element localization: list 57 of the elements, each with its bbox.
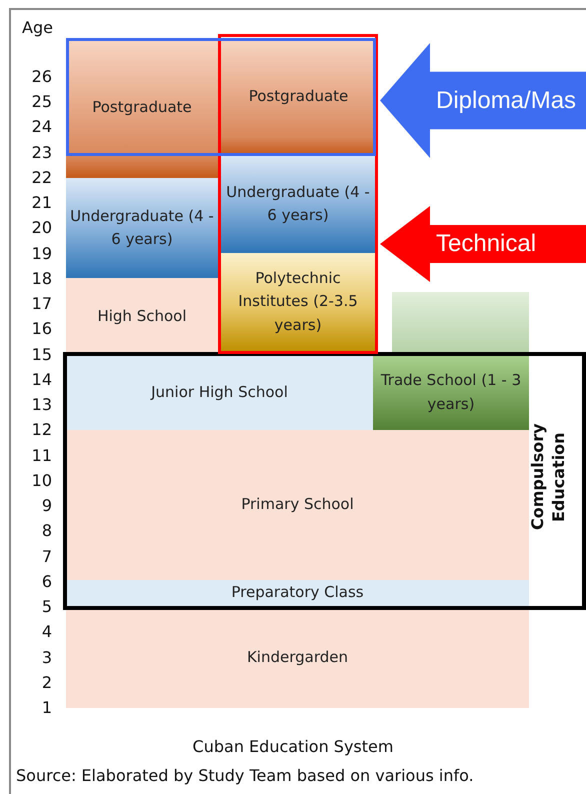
stage-block: [221, 253, 375, 351]
source-note: Source: Elaborated by Study Team based on various info.: [16, 766, 474, 785]
age-tick: 25: [30, 92, 52, 112]
stage-block: [66, 607, 529, 708]
age-tick: 24: [30, 117, 52, 138]
axis-title: Age: [22, 18, 53, 37]
stage-label: Kindergarden: [246, 646, 350, 668]
age-tick: 20: [30, 218, 52, 238]
age-tick: 18: [30, 268, 52, 289]
arrow-label: Technical: [436, 229, 536, 260]
stage-label: Primary School: [240, 494, 355, 516]
age-tick: 3: [40, 648, 52, 668]
age-tick: 19: [30, 244, 52, 264]
age-tick: 9: [40, 496, 52, 516]
arrow-label: Diploma/Mas: [436, 86, 576, 116]
stage-block: [66, 178, 218, 278]
age-tick: 10: [30, 470, 52, 491]
age-tick: 23: [30, 142, 52, 163]
age-tick: 5: [40, 597, 52, 618]
age-tick: 15: [30, 344, 52, 365]
caption: Cuban Education System: [192, 737, 394, 756]
age-tick: 14: [30, 370, 52, 390]
age-tick: 2: [40, 672, 52, 693]
age-tick: 22: [30, 168, 52, 188]
stage-bar: [392, 292, 529, 354]
age-tick: 11: [30, 446, 52, 466]
stage-block: [66, 355, 373, 430]
age-tick: 17: [30, 294, 52, 314]
stage-block: [66, 430, 529, 580]
age-tick: 7: [40, 546, 52, 567]
age-tick: 4: [40, 622, 52, 642]
stage-label: High School: [96, 306, 188, 327]
age-tick: 16: [30, 319, 52, 340]
stage-label: Preparatory Class: [230, 582, 365, 604]
stage-block: [66, 580, 529, 606]
age-tick: 12: [30, 420, 52, 440]
stage-label: Undergraduate (4 - 6 years): [69, 206, 215, 250]
stage-label: Postgraduate: [248, 86, 350, 107]
stage-block: [66, 38, 218, 178]
age-tick: 21: [30, 193, 52, 214]
stage-block: [221, 155, 375, 253]
age-tick: 26: [30, 67, 52, 87]
stage-label: Trade School (1 - 3 years): [380, 370, 522, 414]
stage-label: Undergraduate (4 - 6 years): [225, 182, 371, 226]
outline-frame: [66, 38, 376, 156]
age-tick: 6: [40, 572, 52, 592]
stage-label: Polytechnic Institutes (2-3.5 years): [237, 268, 359, 336]
age-tick: 8: [40, 521, 52, 542]
stage-label: Junior High School: [149, 382, 289, 403]
stage-block: [221, 38, 376, 155]
stage-label: Postgraduate: [91, 97, 193, 118]
outline-frame: [218, 34, 378, 354]
stage-block: [373, 355, 529, 430]
stage-block: [66, 278, 218, 355]
group-label: Compulsory Education: [527, 422, 569, 532]
age-tick: 13: [30, 395, 52, 416]
age-tick: 1: [40, 698, 52, 718]
